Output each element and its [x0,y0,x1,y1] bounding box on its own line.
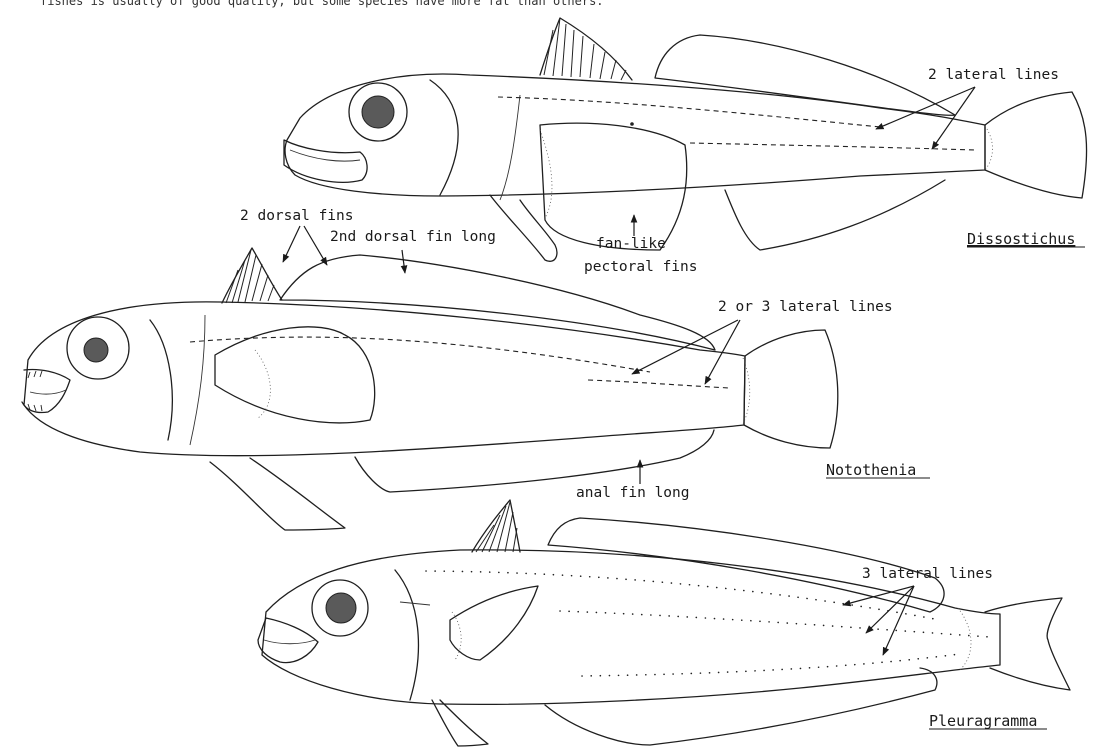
dissostichus-anal-fin [725,180,945,250]
dissostichus-lateral-lines-label: 2 lateral lines [928,67,1059,83]
notothenia-dorsal-long-label: 2nd dorsal fin long [330,229,496,245]
pleuragramma-caudal-fin [985,598,1070,690]
notothenia-lower-lateral-line [588,380,730,388]
notothenia-dorsal-fins-label: 2 dorsal fins [240,208,354,224]
dissostichus-pectoral-fin [540,123,687,250]
notothenia-pelvic-fin [210,458,345,530]
pleuragramma-pelvic-fin [432,700,488,746]
dissostichus-upper-lateral-line [498,97,880,127]
notothenia-upper-lateral-line [190,337,650,372]
top-caption-text: fishes is usually of good quality, but s… [40,0,604,8]
dissostichus-caudal-fin [985,92,1087,198]
pleuragramma-lateral-lines-label: 3 lateral lines [862,566,993,582]
dissostichus-name-label: Dissostichus [967,230,1075,248]
pleuragramma-first-dorsal-fin [472,500,520,552]
notothenia-body [24,302,745,456]
dissostichus-pelvic-fin [490,195,557,261]
dissostichus-second-dorsal-fin [655,35,955,115]
pleuragramma-lower-lateral-line [582,654,960,676]
pleuragramma-middle-lateral-line [560,611,990,637]
notothenia-pectoral-fin [215,327,375,423]
notothenia-caudal-fin [744,330,838,448]
notothenia-first-dorsal-fin [222,248,282,303]
dissostichus-pectoral-label-2: pectoral fins [584,259,698,275]
pleuragramma-second-dorsal-fin [548,518,944,612]
dissostichus-pectoral-label-1: fan-like [596,236,666,252]
notothenia-fish: 2 dorsal fins 2nd dorsal fin long 2 or 3… [22,208,930,530]
dissostichus-body [285,74,985,196]
pleuragramma-fish: 3 lateral lines Pleuragramma [258,500,1070,746]
notothenia-lateral-lines-label: 2 or 3 lateral lines [718,299,893,315]
pleuragramma-name-label: Pleuragramma [929,712,1037,730]
dissostichus-first-dorsal-fin [540,18,632,80]
notothenia-name-label: Notothenia [826,461,916,479]
pleuragramma-pectoral-fin [450,586,538,660]
notothenia-anal-fin-label: anal fin long [576,485,690,501]
notothenia-anal-fin [355,430,714,492]
